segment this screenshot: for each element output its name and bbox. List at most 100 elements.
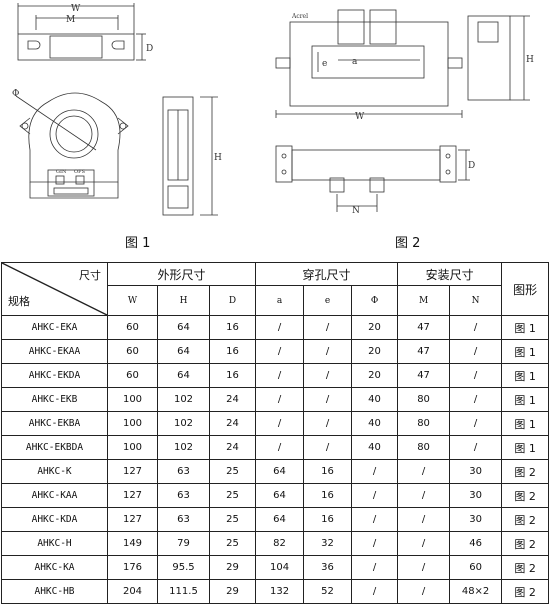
drawing-canvas: W M D Φ GIN OFS xyxy=(12,3,534,216)
cell-model: AHKC-EKA xyxy=(1,315,108,340)
corner-diagonal xyxy=(2,263,107,315)
cell-n: / xyxy=(449,315,503,340)
cell-d: 16 xyxy=(208,339,257,364)
cell-model: AHKC-EKBDA xyxy=(1,435,108,460)
cell-phi: / xyxy=(351,483,399,508)
cell-model: AHKC-EKAA xyxy=(1,339,108,364)
cell-h: 79 xyxy=(157,531,210,556)
header-figure: 图形 xyxy=(501,262,549,316)
cell-fig: 图 2 xyxy=(501,531,549,556)
cell-w: 127 xyxy=(107,483,158,508)
cell-model: AHKC-EKB xyxy=(1,387,108,412)
cell-n: / xyxy=(449,411,503,436)
cell-e: 52 xyxy=(303,579,353,604)
cell-m: 80 xyxy=(397,435,451,460)
cell-d: 29 xyxy=(208,579,257,604)
cell-model: AHKC-KAA xyxy=(1,483,108,508)
subheader-d: D xyxy=(208,285,257,316)
fig2-dim-n: N xyxy=(352,206,360,216)
cell-e: / xyxy=(303,363,353,388)
fig2-bottom-view: N D xyxy=(275,145,475,216)
cell-w: 60 xyxy=(107,315,158,340)
cell-h: 64 xyxy=(157,315,210,340)
cell-w: 100 xyxy=(107,387,158,412)
cell-model: AHKC-KA xyxy=(1,555,108,580)
cell-h: 102 xyxy=(157,435,210,460)
cell-e: / xyxy=(303,435,353,460)
subheader-m: M xyxy=(397,285,451,316)
cell-d: 16 xyxy=(208,363,257,388)
cell-fig: 图 1 xyxy=(501,435,549,460)
fig2-dim-a: a xyxy=(352,57,358,67)
brand-logo-text: Acrel xyxy=(291,13,308,20)
cell-phi: / xyxy=(351,555,399,580)
cell-phi: 40 xyxy=(351,411,399,436)
cell-a: / xyxy=(255,363,305,388)
cell-m: 47 xyxy=(397,315,451,340)
cell-w: 127 xyxy=(107,459,158,484)
cell-d: 24 xyxy=(208,411,257,436)
cell-n: / xyxy=(449,435,503,460)
header-hole-dims: 穿孔尺寸 xyxy=(255,262,399,286)
cell-e: 16 xyxy=(303,507,353,532)
cell-fig: 图 2 xyxy=(501,507,549,532)
cell-fig: 图 1 xyxy=(501,387,549,412)
cell-d: 25 xyxy=(208,459,257,484)
fig2-front-view: Acrel e a W xyxy=(275,9,463,122)
corner-top-label: 尺寸 xyxy=(79,269,101,282)
cell-e: 32 xyxy=(303,531,353,556)
cell-n: / xyxy=(449,363,503,388)
cell-h: 63 xyxy=(157,507,210,532)
figure-1-label: 图 1 xyxy=(125,236,151,251)
cell-h: 95.5 xyxy=(157,555,210,580)
cell-a: 104 xyxy=(255,555,305,580)
cell-w: 60 xyxy=(107,339,158,364)
fig2-side-view: H xyxy=(467,15,534,101)
cell-n: 30 xyxy=(449,507,503,532)
cell-phi: 40 xyxy=(351,387,399,412)
cell-h: 64 xyxy=(157,363,210,388)
cell-d: 29 xyxy=(208,555,257,580)
cell-m: 80 xyxy=(397,411,451,436)
fig1-side-view: H xyxy=(162,96,222,216)
cell-a: / xyxy=(255,315,305,340)
cell-fig: 图 2 xyxy=(501,459,549,484)
cell-fig: 图 2 xyxy=(501,579,549,604)
cell-e: 16 xyxy=(303,483,353,508)
cell-w: 176 xyxy=(107,555,158,580)
cell-d: 24 xyxy=(208,387,257,412)
fig1-dim-d: D xyxy=(146,44,153,54)
cell-m: / xyxy=(397,459,451,484)
fig1-dim-phi: Φ xyxy=(12,89,19,99)
fig2-dim-d: D xyxy=(468,161,475,171)
cell-n: 46 xyxy=(449,531,503,556)
subheader-w: W xyxy=(107,285,158,316)
cell-e: / xyxy=(303,387,353,412)
cell-m: / xyxy=(397,531,451,556)
cell-a: / xyxy=(255,339,305,364)
cell-h: 102 xyxy=(157,411,210,436)
cell-fig: 图 1 xyxy=(501,339,549,364)
cell-m: / xyxy=(397,507,451,532)
cell-a: 132 xyxy=(255,579,305,604)
cell-w: 100 xyxy=(107,411,158,436)
cell-w: 149 xyxy=(107,531,158,556)
cell-phi: 20 xyxy=(351,339,399,364)
corner-cell: 尺寸 规格 xyxy=(1,262,108,316)
terminal-ofs-label: OFS xyxy=(74,169,86,175)
cell-phi: / xyxy=(351,531,399,556)
cell-a: / xyxy=(255,435,305,460)
cell-e: / xyxy=(303,315,353,340)
cell-h: 63 xyxy=(157,483,210,508)
cell-phi: 20 xyxy=(351,315,399,340)
fig1-dim-w: W xyxy=(71,4,81,14)
fig2-dim-h: H xyxy=(526,55,534,65)
